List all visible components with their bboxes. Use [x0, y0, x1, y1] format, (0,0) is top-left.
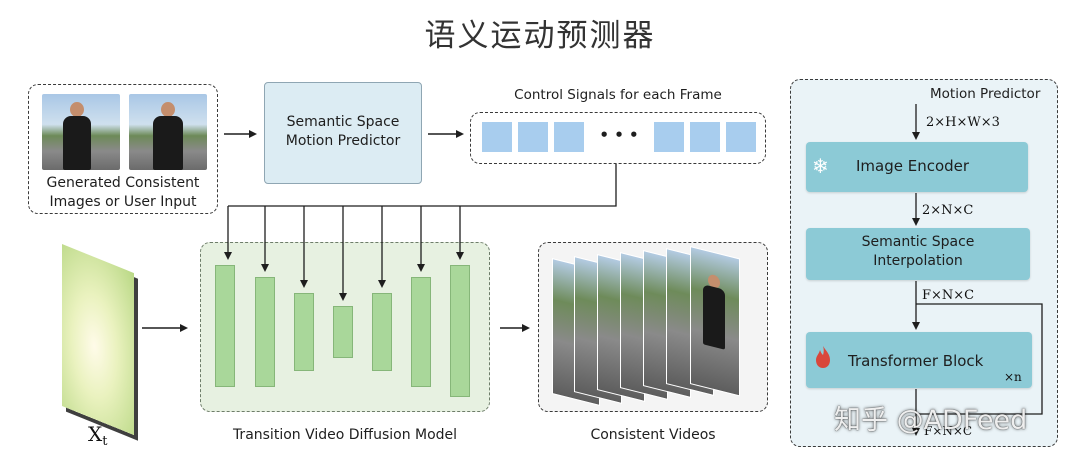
- input-image-2: [129, 94, 207, 170]
- interp-line1: Semantic Space: [861, 234, 975, 250]
- input-images-box: [28, 84, 218, 214]
- input-label-line2: Images or User Input: [49, 194, 197, 210]
- control-cell: [482, 122, 512, 152]
- input-images-label: Generated Consistent Images or User Inpu…: [28, 174, 218, 212]
- unet-block: [255, 277, 275, 387]
- smp-line1: Semantic Space: [286, 114, 400, 130]
- control-cell: [726, 122, 756, 152]
- dim-encoded: 2×N×C: [922, 203, 974, 218]
- control-signals-box: [470, 112, 766, 164]
- residual-connector: [916, 303, 1043, 415]
- unet-block: [294, 293, 314, 371]
- snowflake-icon: ❄: [812, 154, 829, 178]
- control-signal-connector: [228, 164, 617, 207]
- semantic-motion-predictor-box: [264, 82, 422, 184]
- smp-line2: Motion Predictor: [285, 133, 401, 149]
- input-label-line1: Generated Consistent: [46, 175, 200, 191]
- flame-icon: [814, 345, 832, 373]
- repeat-n: ×n: [1004, 370, 1022, 384]
- control-signals-label: Control Signals for each Frame: [514, 87, 722, 103]
- dim-interpolated: F×N×C: [922, 288, 975, 303]
- videos-label: Consistent Videos: [590, 427, 716, 443]
- unet-block: [450, 265, 470, 397]
- interp-line2: Interpolation: [873, 253, 963, 269]
- interpolation-block: [806, 228, 1030, 280]
- xt-main: X: [88, 422, 103, 446]
- transformer-block: [806, 332, 1032, 388]
- semantic-motion-predictor-label: Semantic Space Motion Predictor: [264, 113, 422, 151]
- transformer-label: Transformer Block: [848, 352, 984, 370]
- interpolation-label: Semantic Space Interpolation: [806, 233, 1030, 271]
- diagram-title: 语义运动预测器: [424, 18, 656, 54]
- unet-block: [215, 265, 235, 387]
- motion-predictor-title: Motion Predictor: [930, 86, 1041, 102]
- control-cell: [654, 122, 684, 152]
- control-cell: [518, 122, 548, 152]
- image-encoder-label: Image Encoder: [856, 157, 970, 175]
- xt-sub: t: [102, 434, 108, 449]
- input-image-1: [42, 94, 120, 170]
- watermark: 知乎 @ADFeed: [834, 405, 1028, 436]
- dim-output: F×N×C: [924, 424, 973, 438]
- dim-input: 2×H×W×3: [926, 115, 1000, 130]
- control-cell: [690, 122, 720, 152]
- xt-label: Xt: [88, 422, 107, 449]
- unet-block: [333, 306, 353, 358]
- image-encoder-block: [806, 142, 1028, 192]
- unet-block: [372, 293, 392, 371]
- unet-block: [411, 277, 431, 387]
- control-ellipsis: • • •: [599, 126, 639, 144]
- control-cell: [554, 122, 584, 152]
- diffusion-model-label: Transition Video Diffusion Model: [232, 427, 458, 443]
